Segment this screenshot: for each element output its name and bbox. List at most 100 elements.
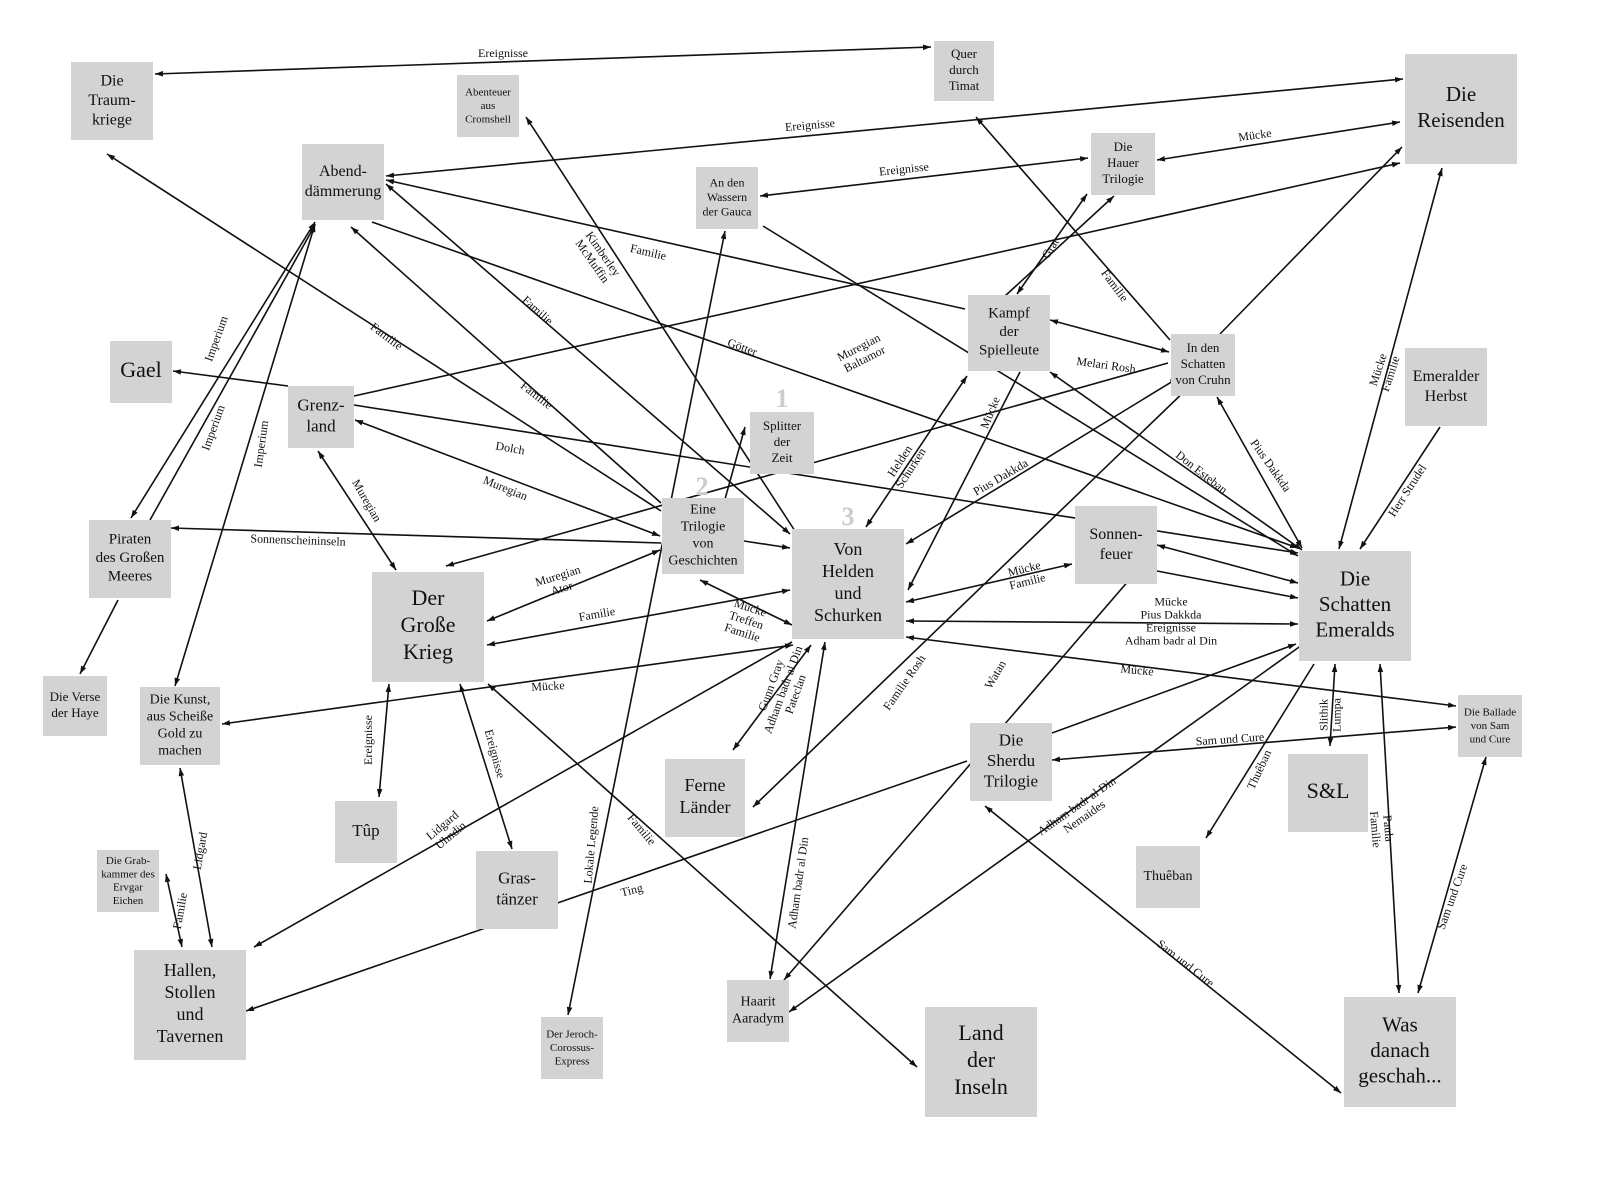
edge-line	[149, 224, 316, 521]
edge-label: Familie	[368, 319, 406, 352]
edge-label: MuregianBaltamor	[835, 330, 889, 375]
edge-label: Adham badr al Din	[784, 836, 811, 929]
edge-kunst-abend: Imperium	[174, 223, 316, 687]
edge-line	[1338, 167, 1443, 550]
edge-label: MuregianAtor	[533, 562, 586, 601]
edge-label: Watan	[981, 658, 1008, 691]
edge-kampf-hauer: Grat	[1016, 193, 1088, 295]
edge-line	[170, 525, 662, 544]
edge-label: Ereignisse	[361, 715, 375, 765]
edge-label: Sonnenscheininseln	[250, 531, 346, 548]
edge-line	[353, 162, 1401, 397]
edge-label: Dolch	[495, 438, 526, 457]
node-label: Der Jeroch-Corossus-Express	[546, 1028, 598, 1067]
node-label: S&L	[1307, 778, 1350, 803]
edge-label: Don Esteban	[1173, 448, 1230, 497]
node-box	[696, 167, 758, 229]
edge-label: Imperium	[201, 313, 231, 363]
edge-grenz-reisenden	[353, 162, 1401, 397]
edge-label: Familie	[518, 378, 556, 412]
node-box	[970, 723, 1052, 801]
edge-line	[1049, 319, 1170, 353]
edge-line	[905, 563, 1073, 603]
edge-line	[385, 179, 966, 310]
edge-label: SlithikLumpa	[1316, 697, 1343, 732]
node-box	[476, 851, 558, 929]
node-box	[541, 1017, 603, 1079]
node-box	[1075, 506, 1157, 584]
edge-jeroch-gauca: Lokale Legende	[566, 230, 727, 1016]
edge-label: MückeFamilie	[1005, 557, 1047, 592]
node-box	[134, 950, 246, 1060]
edge-schatten-sl: SlithikLumpa	[1316, 663, 1343, 747]
node-label: Thuêban	[1144, 869, 1193, 884]
edge-piraten-verse	[79, 599, 119, 675]
edge-label: Familie	[1098, 266, 1131, 304]
edge-label: Sam und Cure	[1195, 729, 1264, 748]
node-box	[140, 687, 220, 765]
edge-label: Imperium	[251, 419, 272, 468]
node-sl: S&L	[1288, 754, 1368, 832]
edge-line	[1156, 120, 1401, 162]
edge-label: Mücke	[531, 678, 565, 694]
node-box	[288, 386, 354, 448]
edge-emherbst-schatten: Herr Strudel	[1359, 426, 1441, 550]
edge-line	[164, 873, 184, 948]
node-box	[1405, 348, 1487, 426]
edge-label: Ereignisse	[878, 159, 929, 178]
node-box	[1091, 133, 1155, 195]
node-label: Abend-dämmerung	[305, 163, 381, 200]
sequence-marker-3: 3	[842, 502, 855, 531]
edge-label: MückeFamilie	[1365, 350, 1402, 393]
edge-label: LidgardUhndin	[423, 807, 469, 852]
edge-label: Pius Dakkda	[970, 455, 1030, 498]
edge-label: KimberleyMcMuffin	[572, 229, 624, 287]
node-box	[43, 676, 107, 736]
edge-line	[1156, 570, 1299, 600]
edge-grenz-krieg: Muregian	[317, 450, 397, 571]
node-box	[1171, 334, 1235, 396]
edge-label: PaulaFamilie	[1367, 809, 1397, 848]
edge-label: Gunn GrayAdham badr al DinPateclan	[748, 639, 817, 739]
edge-line	[1377, 663, 1402, 994]
node-box	[665, 759, 745, 837]
edge-line	[752, 385, 1191, 808]
edge-label: Familie	[578, 604, 617, 624]
edge-line	[566, 230, 727, 1016]
edge-label: Ereignisse	[482, 728, 508, 780]
edge-line	[1327, 663, 1338, 747]
edge-line	[1359, 426, 1441, 550]
edge-label: Ereignisse	[784, 116, 835, 134]
node-box	[71, 62, 153, 140]
node-box	[457, 75, 519, 137]
edge-label: Muregian	[349, 477, 384, 524]
node-box	[110, 341, 172, 403]
edge-ballade-was: Sam und Cure	[1417, 756, 1487, 994]
edge-trilogie-vhus: MückeTreffenFamilie	[699, 579, 793, 644]
edge-trilogie-grenz: Muregian	[354, 419, 661, 537]
edge-grenz-gael	[172, 369, 289, 387]
edge-line	[905, 635, 1457, 708]
edge-vhus-ferne: Gunn GrayAdham badr al DinPateclan	[732, 639, 817, 751]
